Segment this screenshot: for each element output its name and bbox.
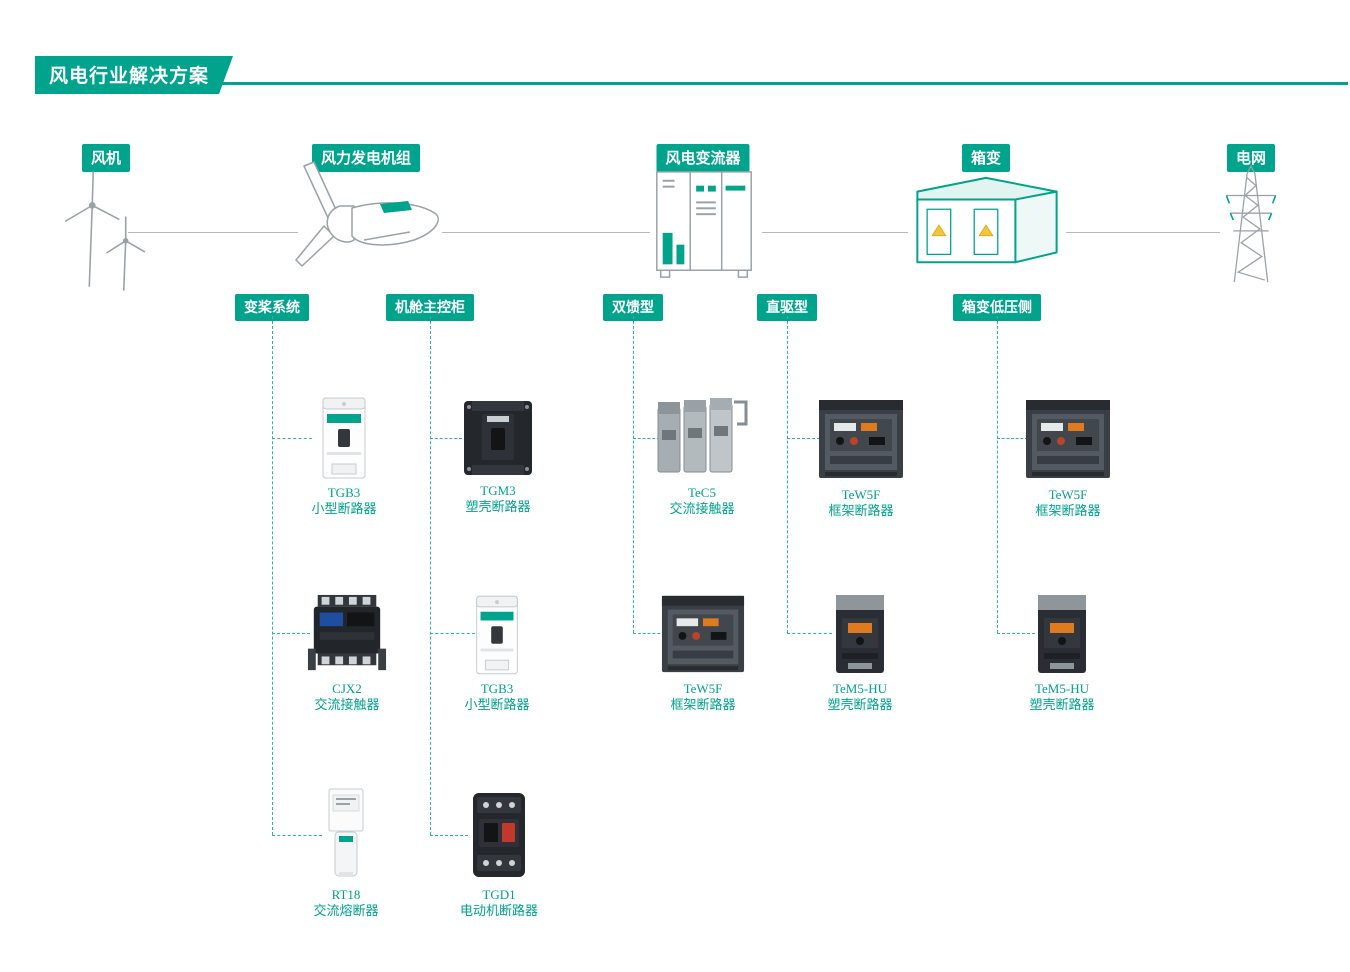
mcb-product-icon: [466, 594, 528, 676]
chain-connector-line: [128, 232, 298, 233]
mccb-product-icon: [1030, 592, 1094, 676]
product-model: TeM5-HU: [1035, 681, 1089, 696]
product-name: 塑壳断路器: [827, 697, 893, 713]
product-name: 框架断路器: [828, 503, 894, 519]
motor-breaker-product-icon: [465, 788, 533, 882]
chain-connector-line: [762, 232, 908, 233]
product-model: TGM3: [480, 483, 516, 498]
product-name: 塑壳断路器: [1029, 697, 1095, 713]
connector-stub: [997, 438, 1028, 439]
product-name: 交流熔断器: [313, 903, 379, 919]
contactor-product-icon: [306, 592, 388, 676]
product-name: 交流接触器: [314, 697, 380, 713]
product-model: RT18: [331, 887, 361, 902]
title-underline: [35, 82, 1348, 85]
connector-vertical-lv-side: [997, 316, 998, 633]
wind-turbines-icon: [62, 166, 152, 292]
product-model: TGB3: [327, 485, 361, 500]
connector-stub: [272, 835, 322, 836]
chain-badge-box-substation: 箱变: [961, 144, 1011, 172]
product-name: 框架断路器: [1035, 503, 1101, 519]
product-model: TeW5F: [1048, 487, 1088, 502]
connector-stub: [787, 438, 820, 439]
product-model: CJX2: [332, 681, 362, 696]
mccb-product-icon: [828, 592, 892, 676]
connector-stub: [430, 438, 462, 439]
nacelle-icon: [294, 160, 444, 292]
connector-stub: [633, 438, 660, 439]
category-badge-doubly-fed: 双馈型: [603, 294, 663, 321]
product-name: 塑壳断路器: [465, 499, 531, 515]
mccb-product-icon: [458, 398, 538, 478]
chain-connector-line: [1066, 232, 1220, 233]
mcb-product-icon: [312, 396, 376, 480]
chain-badge-generator-set: 风力发电机组: [311, 144, 421, 172]
product-name: 框架断路器: [670, 697, 736, 713]
connector-vertical-direct-drive: [787, 316, 788, 633]
acb-product-icon: [815, 394, 907, 482]
connector-vertical-doubly-fed: [633, 316, 634, 633]
product-model: TGB3: [480, 681, 514, 696]
connector-stub: [272, 633, 310, 634]
page-title: 风电行业解决方案: [35, 56, 233, 94]
connector-stub: [430, 633, 475, 634]
product-model: TGD1: [482, 887, 516, 902]
connector-stub: [633, 633, 665, 634]
box-substation-icon: [906, 172, 1066, 274]
connector-stub: [787, 633, 832, 634]
product-name: 小型断路器: [464, 697, 530, 713]
chain-connector-line: [442, 232, 650, 233]
fuse-product-icon: [320, 786, 372, 882]
acb-product-icon: [658, 590, 748, 676]
connector-vertical-pitch-system: [272, 316, 273, 835]
connector-stub: [997, 633, 1035, 634]
product-model: TeC5: [688, 485, 716, 500]
connector-stub: [272, 438, 312, 439]
connector-stub: [430, 835, 468, 836]
converter-cabinet-icon: [648, 166, 760, 284]
product-model: TeW5F: [841, 487, 881, 502]
product-name: 小型断路器: [311, 501, 377, 517]
product-name: 电动机断路器: [459, 903, 538, 919]
connector-vertical-nacelle-cabinet: [430, 316, 431, 835]
transmission-tower-icon: [1218, 164, 1284, 284]
chain-badge-wind-turbine: 风机: [81, 144, 131, 172]
product-name: 交流接触器: [669, 501, 735, 517]
chain-badge-converter: 风电变流器: [656, 144, 750, 172]
acb-product-icon: [1022, 394, 1114, 482]
product-model: TeW5F: [683, 681, 723, 696]
contactor-product-icon: [654, 396, 750, 480]
product-model: TeM5-HU: [833, 681, 887, 696]
